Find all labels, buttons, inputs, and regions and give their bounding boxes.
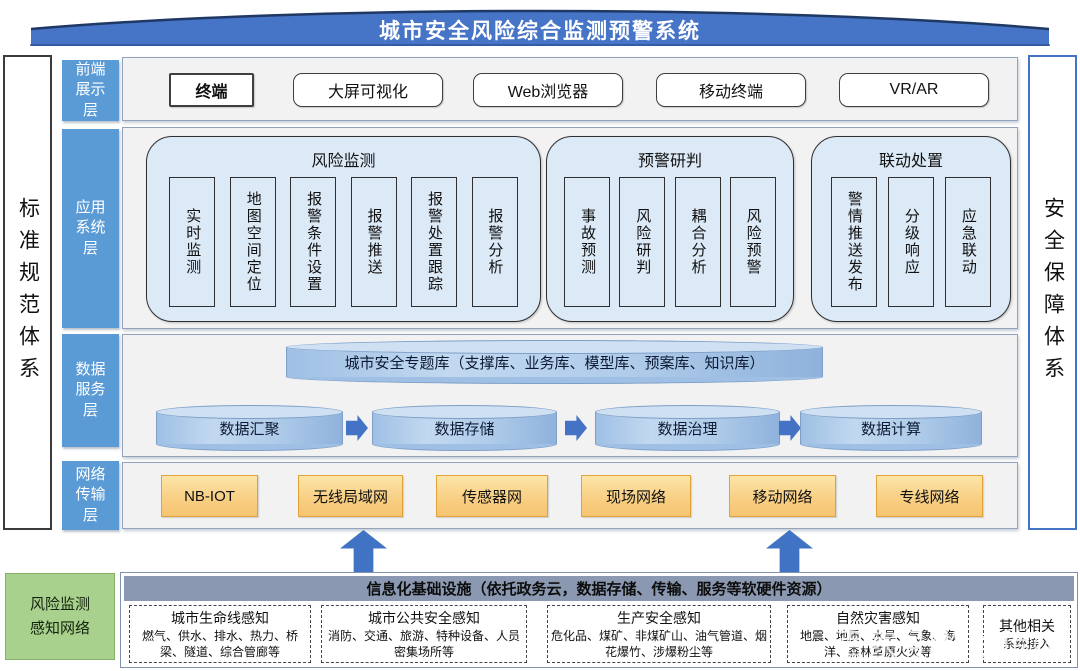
network-item-field: 现场网络 xyxy=(581,475,691,517)
sense-box-natural-disaster: 自然灾害感知 地震、地质、水旱、气象、海洋、森林草原火灾等 xyxy=(787,605,969,663)
network-item-wlan: 无线局域网 xyxy=(298,475,403,517)
group-title: 预警研判 xyxy=(637,153,702,170)
group-title: 风险监测 xyxy=(311,153,376,170)
layer-label-app: 应用系统层 xyxy=(62,129,119,328)
up-arrow-icon xyxy=(766,530,813,572)
app-function-box: 分级响应 xyxy=(888,177,934,307)
flow-arrow-icon xyxy=(779,415,801,441)
standards-pillar: 标准规范体系 xyxy=(3,55,52,530)
pipeline-cylinder-aggregation: 数据汇聚 xyxy=(156,405,343,451)
network-item-nbiot: NB-IOT xyxy=(161,475,258,517)
app-function-box: 警情推送发布 xyxy=(831,177,877,307)
banner-arc-shape xyxy=(30,9,1050,46)
group-linkage-disposal: 联动处置 警情推送发布 分级响应 应急联动 xyxy=(811,136,1011,322)
front-item-vr-ar: VR/AR xyxy=(839,73,989,107)
app-function-box: 风险研判 xyxy=(619,177,666,307)
flow-arrow-icon xyxy=(346,415,368,441)
group-risk-monitoring: 风险监测 实时监测 地图空间定位 报警条件设置 报警推送 报警处置跟踪 报警分析 xyxy=(146,136,541,322)
app-function-box: 应急联动 xyxy=(945,177,991,307)
network-layer-area: NB-IOT 无线局域网 传感器网 现场网络 移动网络 专线网络 xyxy=(122,462,1018,529)
perception-network-box: 风险监测感知网络 xyxy=(5,573,115,660)
infrastructure-title-bar: 信息化基础设施（依托政务云，数据存储、传输、服务等软硬件资源） xyxy=(124,576,1074,601)
repository-label: 城市安全专题库（支撑库、业务库、模型库、预案库、知识库） xyxy=(344,354,765,372)
front-item-mobile: 移动终端 xyxy=(656,73,806,107)
security-pillar-label: 安全保障体系 xyxy=(1041,196,1065,389)
perception-network-label: 风险监测感知网络 xyxy=(29,596,90,637)
system-title: 城市安全风险综合监测预警系统 xyxy=(379,20,701,43)
system-title-banner: 城市安全风险综合监测预警系统 xyxy=(30,2,1050,46)
up-arrow-icon xyxy=(340,530,387,572)
app-function-box: 风险预警 xyxy=(729,177,776,307)
front-item-terminal: 终端 xyxy=(169,73,254,107)
network-item-sensor: 传感器网 xyxy=(436,475,548,517)
layer-label-network: 网络传输层 xyxy=(62,461,119,530)
pipeline-cylinder-storage: 数据存储 xyxy=(372,405,557,451)
infrastructure-section: 信息化基础设施（依托政务云，数据存储、传输、服务等软硬件资源） 城市生命线感知 … xyxy=(120,572,1078,668)
app-function-box: 报警推送 xyxy=(350,177,397,307)
front-item-web-browser: Web浏览器 xyxy=(473,73,623,107)
standards-pillar-label: 标准规范体系 xyxy=(16,196,40,389)
security-pillar: 安全保障体系 xyxy=(1028,55,1077,530)
app-function-box: 耦合分析 xyxy=(674,177,721,307)
app-layer-area: 风险监测 实时监测 地图空间定位 报警条件设置 报警推送 报警处置跟踪 报警分析… xyxy=(122,127,1018,329)
repository-cylinder: 城市安全专题库（支撑库、业务库、模型库、预案库、知识库） xyxy=(286,340,823,384)
flow-arrow-icon xyxy=(565,415,587,441)
app-function-box: 实时监测 xyxy=(169,177,216,307)
group-warning-analysis: 预警研判 事故预测 风险研判 耦合分析 风险预警 xyxy=(546,136,794,322)
app-function-box: 报警处置跟踪 xyxy=(411,177,458,307)
sense-box-other: 其他相关 系统接入 xyxy=(983,605,1071,663)
app-function-box: 事故预测 xyxy=(564,177,611,307)
pipeline-cylinder-computing: 数据计算 xyxy=(800,405,982,451)
group-title: 联动处置 xyxy=(878,153,943,170)
cylinder-top-ellipse xyxy=(286,340,823,354)
watermark-text: 百家号/物联传媒 xyxy=(836,629,1063,662)
front-layer-area: 终端 大屏可视化 Web浏览器 移动终端 VR/AR xyxy=(122,57,1018,121)
app-function-box: 报警条件设置 xyxy=(290,177,337,307)
network-item-mobile: 移动网络 xyxy=(729,475,836,517)
front-item-bigscreen: 大屏可视化 xyxy=(293,73,443,107)
network-item-dedicated: 专线网络 xyxy=(876,475,983,517)
sense-box-public-safety: 城市公共安全感知 消防、交通、旅游、特种设备、人员密集场所等 xyxy=(321,605,527,663)
data-layer-area: 城市安全专题库（支撑库、业务库、模型库、预案库、知识库） 数据汇聚 数据存储 数… xyxy=(122,334,1018,457)
app-function-box: 地图空间定位 xyxy=(229,177,276,307)
sense-box-production-safety: 生产安全感知 危化品、煤矿、非煤矿山、油气管道、烟花爆竹、涉爆粉尘等 xyxy=(547,605,771,663)
app-function-box: 报警分析 xyxy=(471,177,518,307)
layer-label-front: 前端展示层 xyxy=(62,60,119,121)
layer-label-data: 数据服务层 xyxy=(62,334,119,447)
pipeline-cylinder-governance: 数据治理 xyxy=(595,405,780,451)
sense-box-city-lifeline: 城市生命线感知 燃气、供水、排水、热力、桥梁、隧道、综合管廊等 xyxy=(129,605,311,663)
